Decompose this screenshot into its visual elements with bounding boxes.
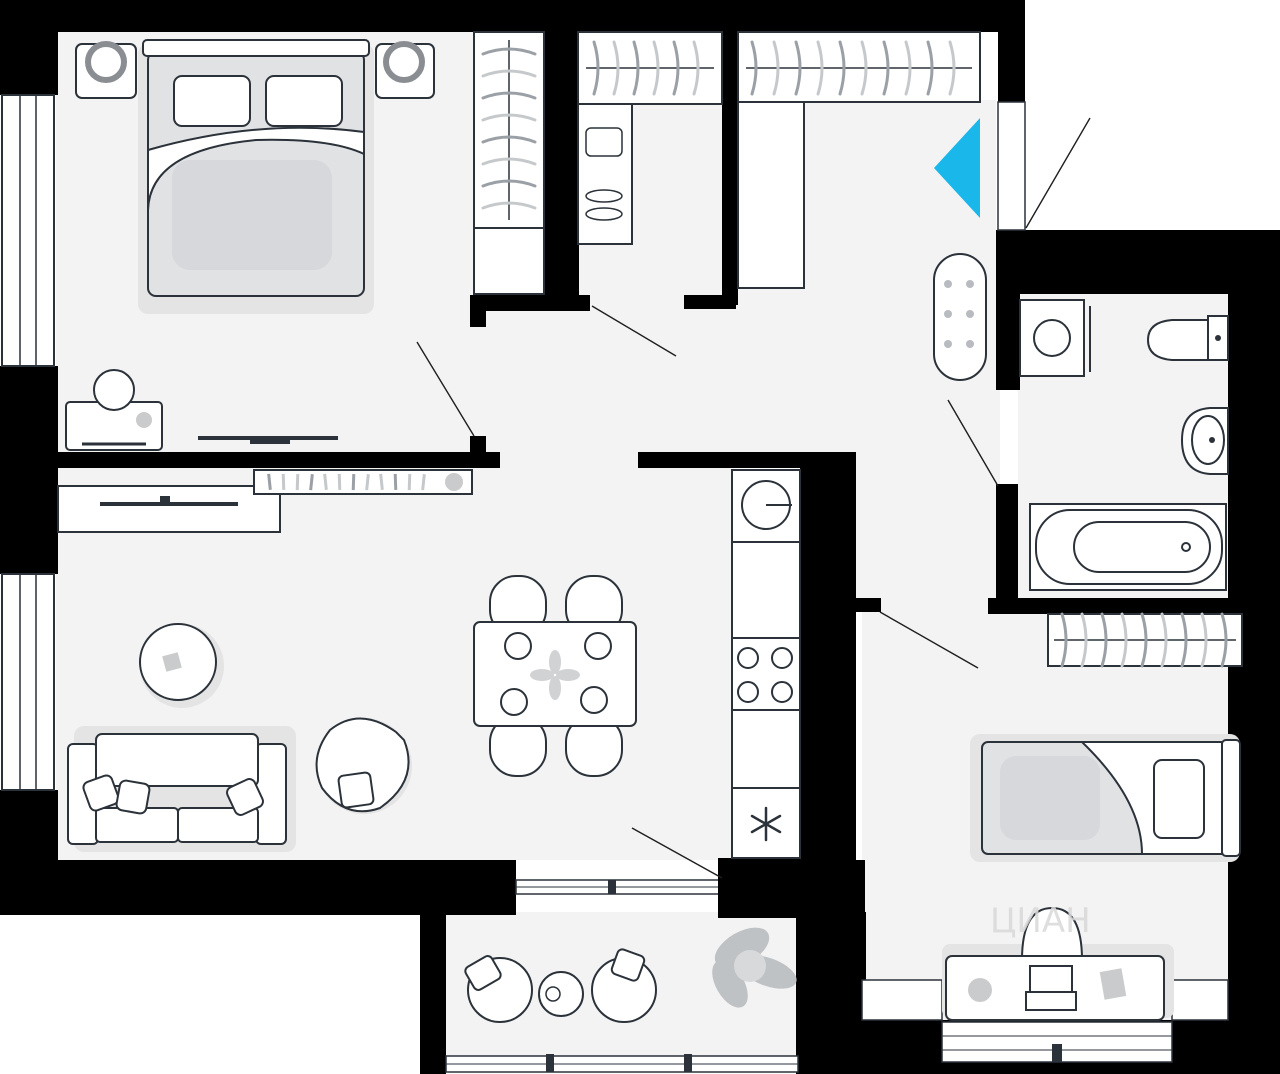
book [323,473,328,490]
book [295,474,300,491]
nightstand-right [375,41,435,99]
balcony-chair-right [591,948,657,1023]
hanger [1160,612,1168,668]
bedroom-furniture [65,39,435,451]
book [421,474,426,491]
hanger [481,47,537,56]
kitchen-counter [731,469,801,859]
hall-wardrobe-small [577,31,723,245]
laptop-icon [1025,965,1077,1011]
toilet [1146,315,1229,361]
hanger [481,91,537,100]
hanger [592,40,600,96]
hanger [1100,612,1108,668]
hanger [1140,612,1148,668]
hanger [1060,612,1068,668]
book [309,474,314,491]
dining-set [473,575,637,777]
hanger [652,40,660,96]
bookshelf [253,469,473,495]
bathroom-fixtures [1019,299,1229,591]
hallway-lower-floor [855,380,1000,610]
hanger [794,40,802,96]
hanger [481,135,537,144]
entrance-door-frame [997,101,1026,231]
second-bedroom-window [941,1021,1173,1063]
hanger [481,179,537,188]
hanger [1080,612,1088,668]
hanger [612,40,620,96]
hanger [750,40,758,96]
sofa [67,726,296,852]
balcony-chair-left [464,955,533,1023]
hall-ottoman [933,253,987,381]
hanger [692,40,700,96]
book [351,474,356,491]
hanger [860,40,868,96]
hanger [1200,612,1208,668]
living-window [1,573,55,791]
plant-icon [712,927,797,1008]
hanger [816,40,824,96]
flower-icon [530,650,580,700]
armchair [315,717,412,814]
single-bed [970,734,1241,862]
balcony-table [538,971,584,1017]
book [267,473,272,490]
stove-icon [737,647,793,703]
hanger [481,157,537,166]
book [379,473,384,490]
coffee-table [139,623,224,708]
nightstand-left [75,41,137,99]
book [337,473,342,490]
hanger [926,40,934,96]
living-furniture [57,469,637,852]
shoes-icon [585,127,623,221]
watermark-text: ЦИАН [990,901,1091,941]
book [365,474,370,491]
tv-stand [57,485,281,533]
second-bedroom-furniture [942,734,1241,1021]
double-bed [138,39,374,314]
bedroom-wardrobe [473,31,545,295]
washing-machine [1019,299,1091,377]
balcony-furniture [464,927,797,1023]
balcony-door [515,879,721,895]
hanger [904,40,912,96]
hanger [772,40,780,96]
hanger [948,40,956,96]
hanger [882,40,890,96]
bathtub [1029,503,1227,591]
tv-bedroom [198,436,338,444]
book [393,473,398,490]
hanger [672,40,680,96]
balcony-railing [445,1054,799,1073]
hanger [1180,612,1188,668]
kitchen-sink-icon [741,480,792,530]
hanger [481,69,537,78]
desk [942,906,1174,1021]
hanger [481,201,537,210]
entrance-arrow-icon [934,118,980,218]
hanger [1120,612,1128,668]
dresser [65,369,163,451]
hall-wardrobe-large [737,31,981,289]
book [407,474,412,491]
door-swings [416,117,1091,879]
sink [1180,407,1229,475]
hanger [481,113,537,122]
hanger [1220,612,1228,668]
hanger [838,40,846,96]
fridge-snowflake-icon [750,806,782,842]
bedroom-window [1,94,55,367]
hanger [632,40,640,96]
book [281,473,286,490]
second-bedroom-wardrobe [1047,612,1243,668]
